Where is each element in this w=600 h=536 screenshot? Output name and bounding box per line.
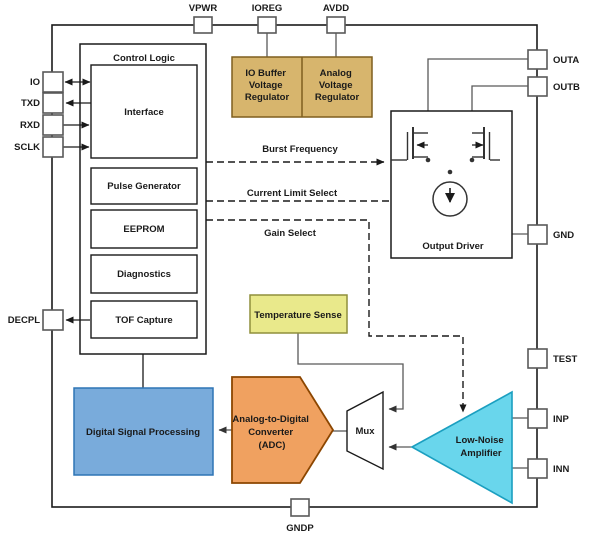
adc-line3: (ADC)	[259, 440, 286, 451]
tof-capture-box	[90, 300, 198, 339]
interface-label: Interface	[124, 107, 164, 118]
lna-block: Low-Noise Amplifier	[410, 390, 513, 505]
pin-rxd-label: RXD	[20, 120, 40, 131]
pin-gndp-label: GNDP	[286, 523, 314, 534]
adc-block: Analog-to-Digital Converter (ADC)	[231, 376, 335, 484]
pin-inn	[527, 458, 548, 479]
output-driver-label: Output Driver	[422, 241, 484, 252]
lna-label: Low-Noise Amplifier	[456, 435, 507, 459]
pulse-generator-box	[90, 167, 198, 205]
pin-gnd	[527, 224, 548, 245]
tof-capture-label: TOF Capture	[115, 315, 172, 326]
pin-io	[42, 71, 64, 93]
pin-inn-label: INN	[553, 464, 570, 475]
adc-line2: Converter	[248, 427, 293, 438]
interface-box	[90, 64, 198, 159]
io-buffer-regulator-line1: IO Buffer	[245, 68, 286, 79]
io-buffer-regulator-line3: Regulator	[245, 92, 290, 103]
left-pin-arrows	[63, 78, 91, 324]
junction-dot	[447, 169, 453, 175]
temperature-sense-box	[249, 294, 348, 334]
regulators-block: IO Buffer Voltage Regulator Analog Volta…	[231, 56, 373, 118]
diagnostics-box	[90, 254, 198, 294]
pin-avdd-label: AVDD	[323, 3, 349, 14]
adc-label: Analog-to-Digital Converter (ADC)	[232, 414, 311, 451]
pin-decpl-label: DECPL	[8, 315, 40, 326]
temperature-sense-label: Temperature Sense	[254, 310, 341, 321]
mux-shape	[346, 390, 384, 471]
pin-txd-label: TXD	[21, 98, 40, 109]
eeprom-label: EEPROM	[123, 224, 164, 235]
pin-gnd-label: GND	[553, 230, 574, 241]
pin-outa	[527, 49, 548, 70]
pin-inp-label: INP	[553, 414, 570, 425]
diagnostics-label: Diagnostics	[117, 269, 171, 280]
junction-dot	[469, 157, 475, 163]
control-logic-block: Control Logic Interface Pulse Generator …	[79, 43, 207, 355]
junction-dot	[425, 157, 431, 163]
pin-decpl	[42, 309, 64, 331]
pin-vpwr-label: VPWR	[189, 3, 218, 14]
pin-outa-label: OUTA	[553, 55, 579, 66]
signal-current-limit-label: Current Limit Select	[247, 188, 338, 199]
mosfet-left-icon	[391, 127, 428, 161]
io-buffer-regulator-label: IO Buffer Voltage Regulator	[245, 68, 290, 103]
pin-test-label: TEST	[553, 354, 577, 365]
pin-vpwr	[193, 16, 213, 34]
pin-outb	[527, 76, 548, 97]
lna-line1: Low-Noise	[456, 435, 504, 446]
pin-txd	[42, 92, 64, 114]
pin-outb-label: OUTB	[553, 82, 580, 93]
pulse-generator-label: Pulse Generator	[107, 181, 181, 192]
pin-test	[527, 348, 548, 369]
wire-temp-to-mux	[297, 333, 404, 413]
signal-gain-select-line	[206, 219, 467, 413]
pin-inp	[527, 408, 548, 429]
signal-burst-frequency-label: Burst Frequency	[262, 144, 338, 155]
dashed-signals	[206, 158, 467, 413]
io-buffer-regulator-line2: Voltage	[249, 80, 283, 91]
pin-ioreg-label: IOREG	[252, 3, 283, 14]
pin-sclk	[42, 136, 64, 158]
pin-sclk-label: SCLK	[14, 142, 40, 153]
mosfet-right-icon	[472, 127, 500, 161]
pin-io-label: IO	[30, 77, 40, 88]
adc-line1: Analog-to-Digital	[232, 414, 309, 425]
analog-regulator-line1: Analog	[320, 68, 352, 79]
output-driver-block: Output Driver	[390, 110, 513, 259]
analog-regulator-line2: Voltage	[319, 80, 353, 91]
mux-block: Mux	[346, 390, 384, 471]
lna-shape	[410, 390, 513, 505]
pin-ioreg	[257, 16, 277, 34]
dsp-box	[73, 387, 214, 476]
adc-shape	[231, 376, 335, 484]
lna-line2: Amplifier	[460, 448, 501, 459]
signal-gain-select-label: Gain Select	[264, 228, 317, 239]
pin-avdd	[326, 16, 346, 34]
eeprom-box	[90, 209, 198, 249]
analog-regulator-line3: Regulator	[315, 92, 360, 103]
pin-rxd	[42, 114, 64, 136]
pin-gndp	[290, 498, 310, 517]
dsp-label: Digital Signal Processing	[86, 427, 200, 438]
analog-regulator-label: Analog Voltage Regulator	[315, 68, 360, 103]
dsp-block: Digital Signal Processing	[73, 387, 214, 476]
pins: VPWR IOREG AVDD IO TXD RXD SCLK DECPL OU…	[8, 3, 580, 534]
control-logic-label: Control Logic	[113, 53, 175, 64]
temperature-sense-block: Temperature Sense	[249, 294, 348, 334]
mux-label: Mux	[356, 426, 376, 437]
